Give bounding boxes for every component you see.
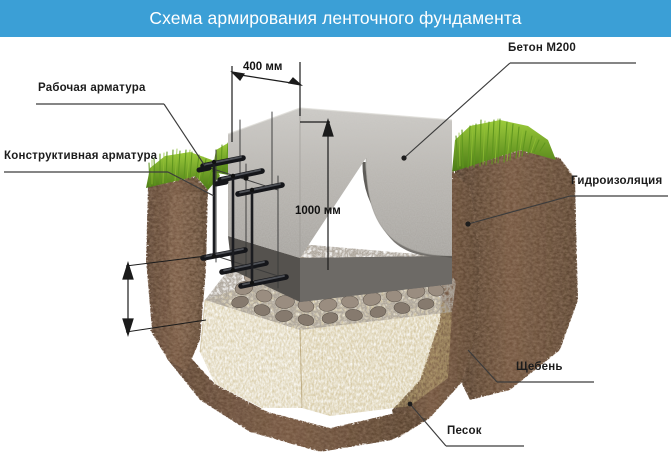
label-concrete: Бетон М200 bbox=[508, 42, 576, 54]
label-crushed-stone: Щебень bbox=[516, 361, 563, 373]
dimension-width: 400 мм bbox=[243, 61, 283, 73]
waterproofing-layer bbox=[228, 161, 453, 302]
dimension-height: 1000 мм bbox=[295, 205, 341, 217]
leader-lines bbox=[4, 62, 668, 447]
page-title: Схема армирования ленточного фундамента bbox=[149, 8, 522, 28]
label-structural-rebar: Конструктивная арматура bbox=[4, 150, 158, 162]
soil-trench-bottom bbox=[150, 318, 430, 452]
dimension-lines bbox=[122, 62, 334, 338]
label-sand: Песок bbox=[447, 425, 482, 437]
rebar-working-lower bbox=[200, 247, 289, 289]
gravel-layer bbox=[205, 244, 456, 330]
grass-left bbox=[146, 142, 236, 190]
grass-right bbox=[452, 118, 556, 172]
rebar-working-upper bbox=[200, 155, 285, 197]
gravel-stones bbox=[231, 253, 445, 326]
rebar-structural bbox=[212, 160, 254, 285]
label-waterproofing: Гидроизоляция bbox=[571, 175, 663, 187]
title-banner bbox=[0, 0, 671, 37]
soil-mass-left bbox=[146, 176, 208, 372]
rebar-cage bbox=[196, 111, 289, 289]
concrete-block bbox=[227, 107, 453, 258]
label-working-rebar: Рабочая арматура bbox=[38, 82, 146, 94]
sand-layer bbox=[199, 274, 452, 416]
soil-trench-right bbox=[392, 170, 480, 438]
